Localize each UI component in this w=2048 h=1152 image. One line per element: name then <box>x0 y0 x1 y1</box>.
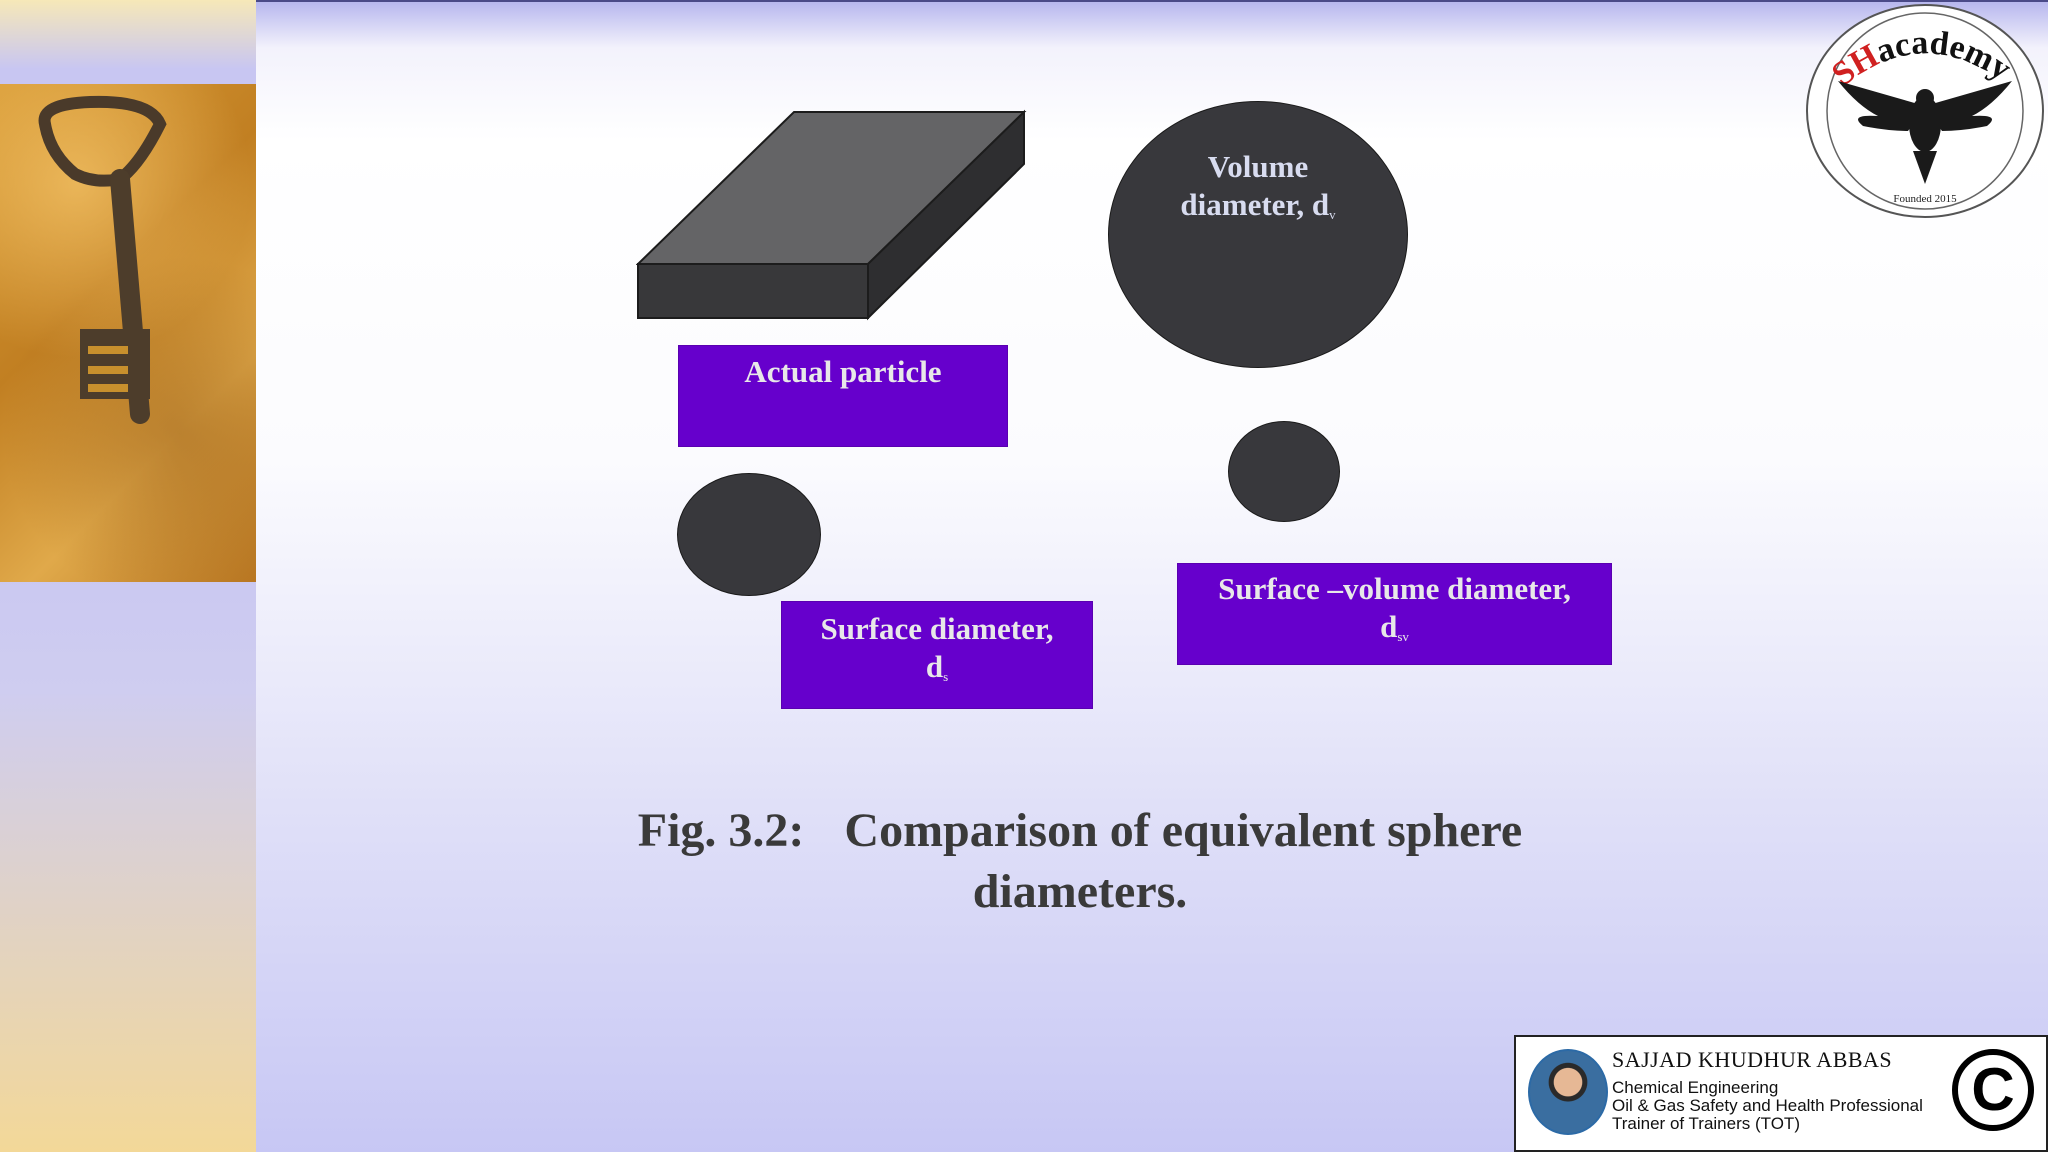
figure-number: Fig. 3.2: <box>637 804 805 857</box>
left-decor-strip <box>0 0 256 1152</box>
author-credit-card: SAJJAD KHUDHUR ABBAS Chemical Engineerin… <box>1514 1035 2048 1152</box>
volume-diameter-label: Volume diameter, dv <box>1108 148 1408 234</box>
figure-caption: Fig. 3.2: Comparison of equivalent sphere… <box>560 800 1600 922</box>
credit-line-2: Oil & Gas Safety and Health Professional <box>1612 1096 1923 1115</box>
surface-label-line2: d <box>925 649 944 684</box>
volume-diameter-sphere <box>1108 101 1408 368</box>
sv-label-line2: d <box>1380 609 1398 644</box>
actual-particle-label: Actual particle <box>678 345 1008 447</box>
actual-particle-shape <box>636 109 1027 321</box>
volume-label-line1: Volume <box>1207 149 1309 184</box>
logo-founded: Founded 2015 <box>1893 193 1957 205</box>
key-photo <box>0 84 256 582</box>
caption-line2: diameters. <box>972 865 1188 918</box>
caption-line1: Comparison of equivalent sphere <box>844 804 1523 857</box>
surface-subscript: s <box>943 669 949 684</box>
surface-volume-diameter-label: Surface –volume diameter, dsv <box>1177 563 1612 665</box>
surface-volume-sphere <box>1228 421 1340 522</box>
volume-label-line2: diameter, d <box>1180 187 1330 222</box>
author-name: SAJJAD KHUDHUR ABBAS <box>1612 1047 1893 1072</box>
avatar <box>1528 1049 1608 1135</box>
volume-subscript: v <box>1329 207 1336 222</box>
actual-particle-text: Actual particle <box>744 354 942 389</box>
sv-label-line1: Surface –volume diameter, <box>1218 571 1571 606</box>
shacademy-logo: SHacademy Founded 2015 <box>1806 4 2044 218</box>
sv-subscript: sv <box>1397 629 1409 644</box>
credit-line-1: Chemical Engineering <box>1612 1078 1779 1097</box>
surface-diameter-sphere <box>677 473 821 596</box>
eagle-icon <box>1838 81 2012 184</box>
copyright-icon: C <box>1952 1049 2034 1131</box>
surface-label-line1: Surface diameter, <box>820 611 1054 646</box>
surface-diameter-label: Surface diameter, ds <box>781 601 1093 709</box>
credit-line-3: Trainer of Trainers (TOT) <box>1612 1114 1800 1133</box>
svg-text:SHacademy: SHacademy <box>1825 24 2018 93</box>
